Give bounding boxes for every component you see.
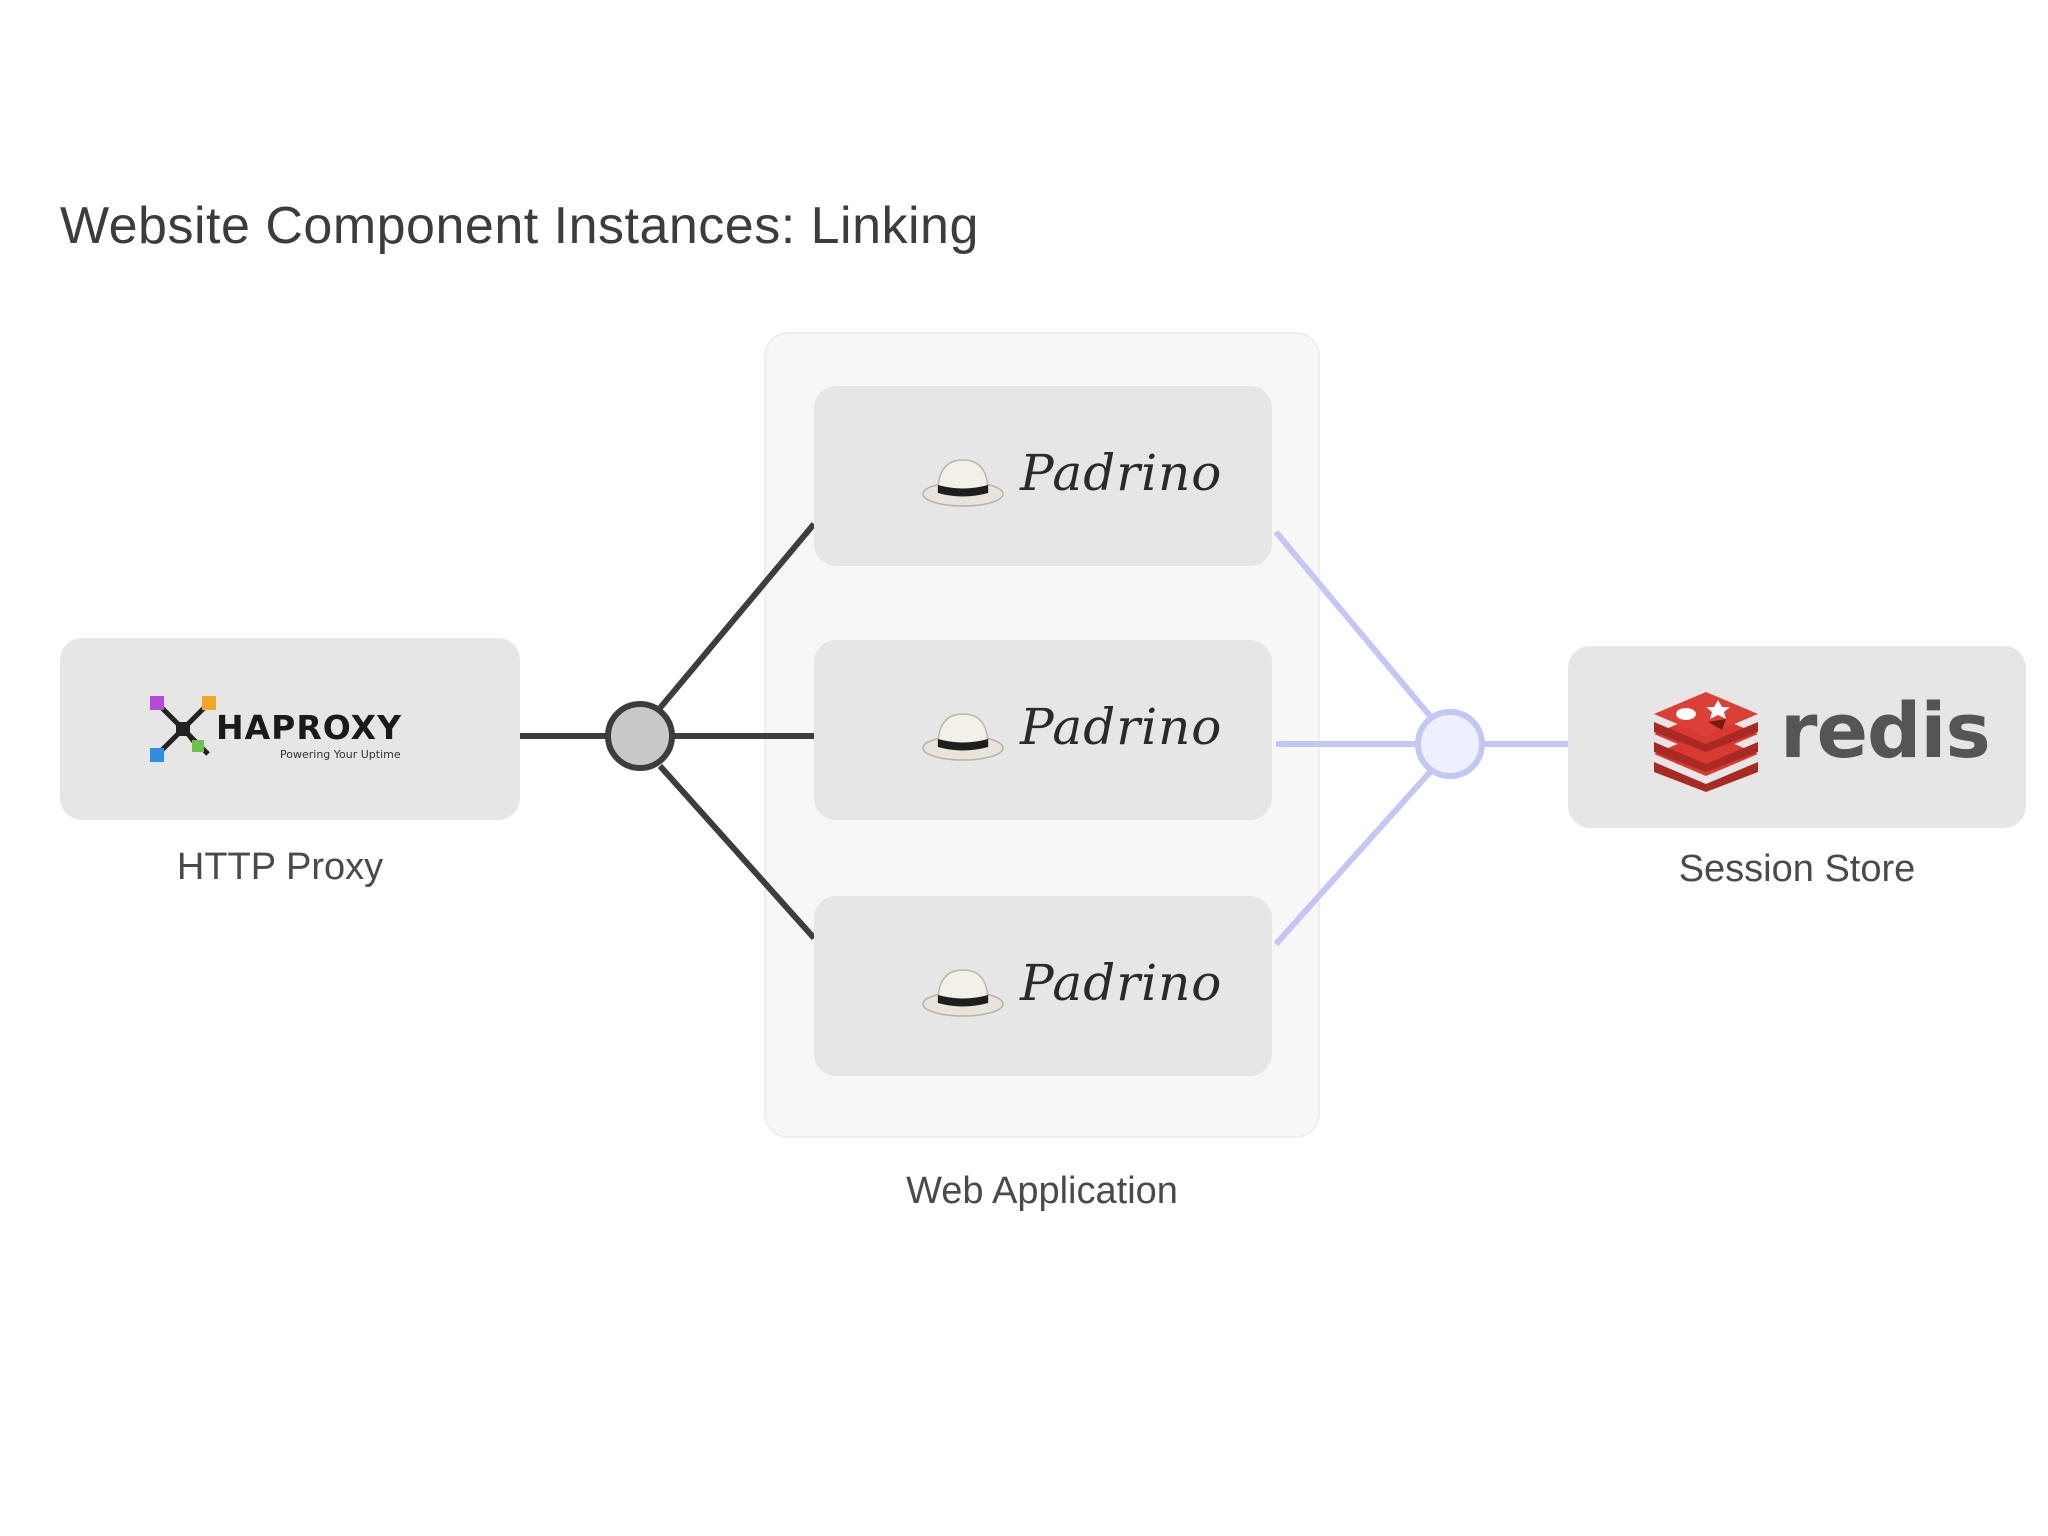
right-hub-node <box>1415 709 1485 779</box>
diagram-title: Website Component Instances: Linking <box>60 197 979 255</box>
haproxy-logo-tagline: Powering Your Uptime <box>280 748 401 761</box>
haproxy-logo-text: HAPROXY <box>216 708 402 747</box>
web-app-instance-3: Padrino <box>814 896 1272 1076</box>
left-hub-node <box>605 701 675 771</box>
session-store-box: redis <box>1568 646 2026 828</box>
link-hub-instance-1 <box>657 522 817 710</box>
web-application-caption: Web Application <box>906 1170 1178 1212</box>
padrino-logo-text: Padrino <box>1020 954 1223 1012</box>
http-proxy-box: HAPROXY Powering Your Uptime <box>60 638 520 820</box>
padrino-logo-text: Padrino <box>1020 444 1223 502</box>
web-app-instance-2: Padrino <box>814 640 1272 820</box>
padrino-hat-icon <box>922 459 1004 507</box>
http-proxy-caption: HTTP Proxy <box>176 846 384 888</box>
redis-stack-icon <box>1654 692 1758 792</box>
web-app-instance-1: Padrino <box>814 386 1272 566</box>
redis-logo-text: redis <box>1780 686 1991 775</box>
padrino-logo-text: Padrino <box>1020 698 1223 756</box>
padrino-hat-icon <box>922 713 1004 761</box>
padrino-hat-icon <box>922 969 1004 1017</box>
session-store-caption: Session Store <box>1678 848 1916 890</box>
link-instance-3-hub <box>1273 769 1433 947</box>
haproxy-logo-icon <box>150 696 216 762</box>
link-hub-instance-3 <box>657 763 817 941</box>
link-instance-1-hub <box>1273 530 1433 718</box>
